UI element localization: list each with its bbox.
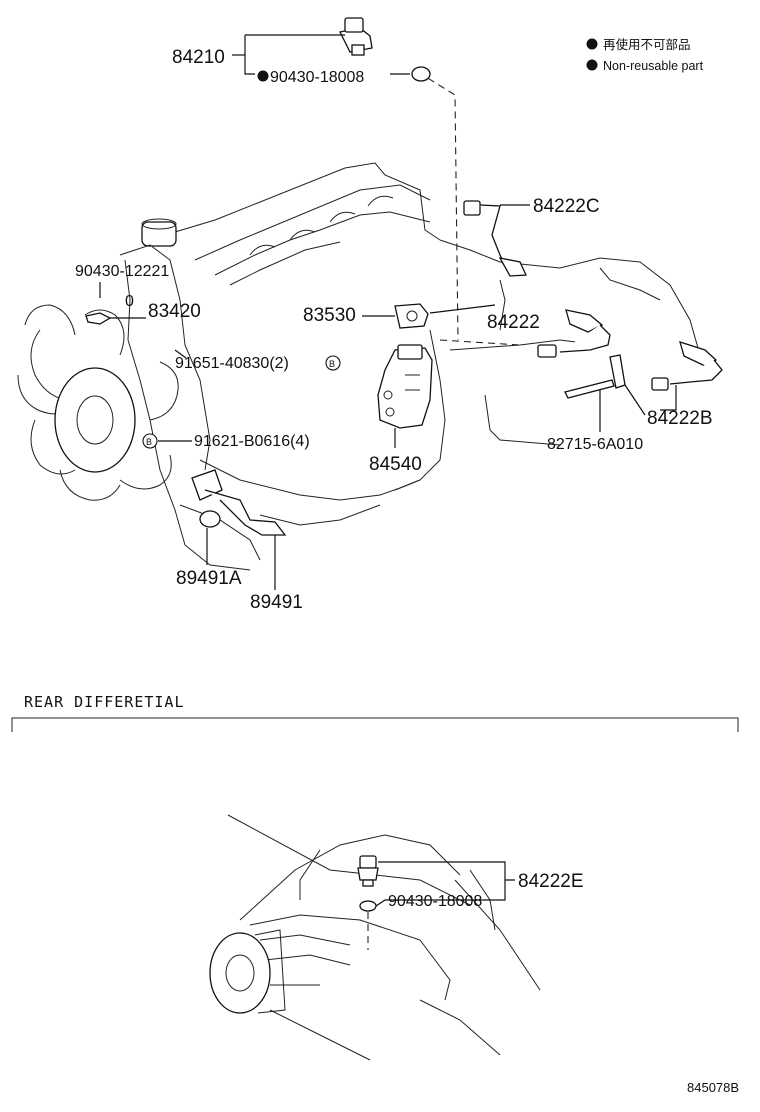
callout-90430-18008-top[interactable]: 90430-18008 — [270, 69, 364, 86]
non-reusable-marker-top — [257, 70, 269, 82]
callout-90430-18008-rear[interactable]: 90430-18008 — [388, 893, 482, 910]
part-89491[interactable] — [191, 469, 287, 536]
svg-text:B: B — [329, 359, 335, 369]
rear-differential-illustration — [209, 814, 541, 1061]
bolt-marker-b-1 — [325, 355, 341, 371]
callout-0[interactable]: 0 — [125, 293, 134, 310]
illustration-code: 845078B — [687, 1080, 739, 1095]
gasket-90430-18008-top[interactable] — [411, 66, 431, 82]
part-84210[interactable] — [339, 17, 373, 56]
section-bracket — [11, 717, 739, 732]
callout-84222[interactable]: 84222 — [487, 312, 540, 333]
oil-filler-cap — [141, 221, 177, 247]
callout-82715-6A010[interactable]: 82715-6A010 — [547, 436, 643, 453]
part-89491A-oring[interactable] — [199, 510, 221, 528]
callout-89491[interactable]: 89491 — [250, 592, 303, 613]
callout-84222B[interactable]: 84222B — [647, 408, 713, 429]
callout-83530[interactable]: 83530 — [303, 305, 356, 326]
non-reusable-dot-jp — [586, 38, 598, 50]
svg-text:B: B — [146, 437, 152, 447]
part-82715-6A010[interactable] — [564, 354, 626, 399]
part-83530[interactable] — [394, 303, 429, 329]
legend: 再使用不可部品 Non-reusable part — [586, 37, 704, 73]
part-84222B[interactable] — [651, 341, 723, 391]
part-83420[interactable] — [85, 312, 112, 325]
cooling-fan — [17, 304, 179, 501]
legend-text-en: Non-reusable part — [603, 59, 704, 73]
part-84222C[interactable] — [463, 200, 527, 277]
non-reusable-dot-en — [586, 59, 598, 71]
callout-84222C[interactable]: 84222C — [533, 196, 600, 217]
callout-91651-40830[interactable]: 91651-40830(2) — [175, 355, 289, 372]
callout-91621-B0616[interactable]: 91621-B0616(4) — [194, 433, 310, 450]
callout-90430-12221[interactable]: 90430-12221 — [75, 263, 169, 280]
section-title-rear-differential: REAR DIFFERETIAL — [24, 693, 185, 711]
part-84222[interactable] — [537, 309, 611, 358]
callout-84222E[interactable]: 84222E — [518, 871, 584, 892]
gasket-90430-18008-rear[interactable] — [359, 900, 377, 912]
legend-text-jp: 再使用不可部品 — [603, 37, 691, 52]
callout-84540[interactable]: 84540 — [369, 454, 422, 475]
part-84540[interactable] — [377, 344, 433, 429]
bolt-marker-b-2 — [142, 433, 158, 449]
callout-84210[interactable]: 84210 — [172, 47, 225, 68]
part-84222E[interactable] — [357, 855, 379, 887]
callout-83420[interactable]: 83420 — [148, 301, 201, 322]
callout-89491A[interactable]: 89491A — [176, 568, 242, 589]
